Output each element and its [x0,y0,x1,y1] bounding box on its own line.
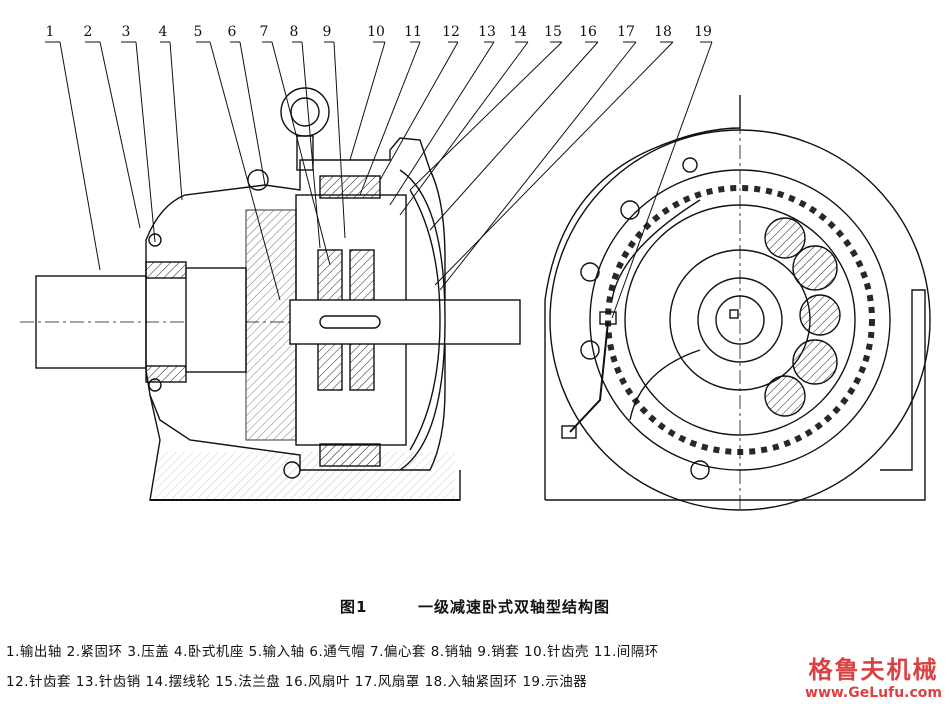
callout-number: 3 [121,24,131,40]
callout-number: 17 [617,24,635,40]
callout-number: 19 [694,24,712,40]
callout-number: 6 [227,24,237,40]
figure-number: 图1 [340,598,368,616]
legend-row-1: 1.输出轴 2.紧固环 3.压盖 4.卧式机座 5.输入轴 6.通气帽 7.偏心… [6,644,659,660]
legend-row-2: 12.针齿套 13.针齿销 14.摆线轮 15.法兰盘 16.风扇叶 17.风扇… [6,674,588,690]
callout-number: 5 [193,24,203,40]
callout-number: 8 [289,24,299,40]
callout-number: 18 [654,24,672,40]
watermark: 格鲁夫机械 www.GeLufu.com [805,650,942,701]
figure-title: 一级减速卧式双轴型结构图 [417,598,610,616]
leader-lines [45,41,713,319]
callout-number: 9 [322,24,332,40]
watermark-url: www.GeLufu.com [805,685,942,701]
end-view [544,95,931,511]
callout-number: 1 [45,24,55,40]
callout-number: 15 [544,24,562,40]
pin-ring [605,185,875,455]
callout-number: 11 [404,24,422,40]
callout-number: 14 [509,24,527,40]
sectional-view [20,87,521,501]
technical-drawing [20,41,931,511]
watermark-text: 格鲁夫机械 [808,656,939,684]
callout-number: 4 [158,24,168,40]
callout-number: 12 [442,24,460,40]
figure-caption: 图1 一级减速卧式双轴型结构图 [0,596,950,617]
callout-number: 16 [579,24,597,40]
callout-number: 10 [367,24,385,40]
callout-number: 2 [83,24,93,40]
callout-number: 7 [259,24,269,40]
callout-number: 13 [478,24,496,40]
